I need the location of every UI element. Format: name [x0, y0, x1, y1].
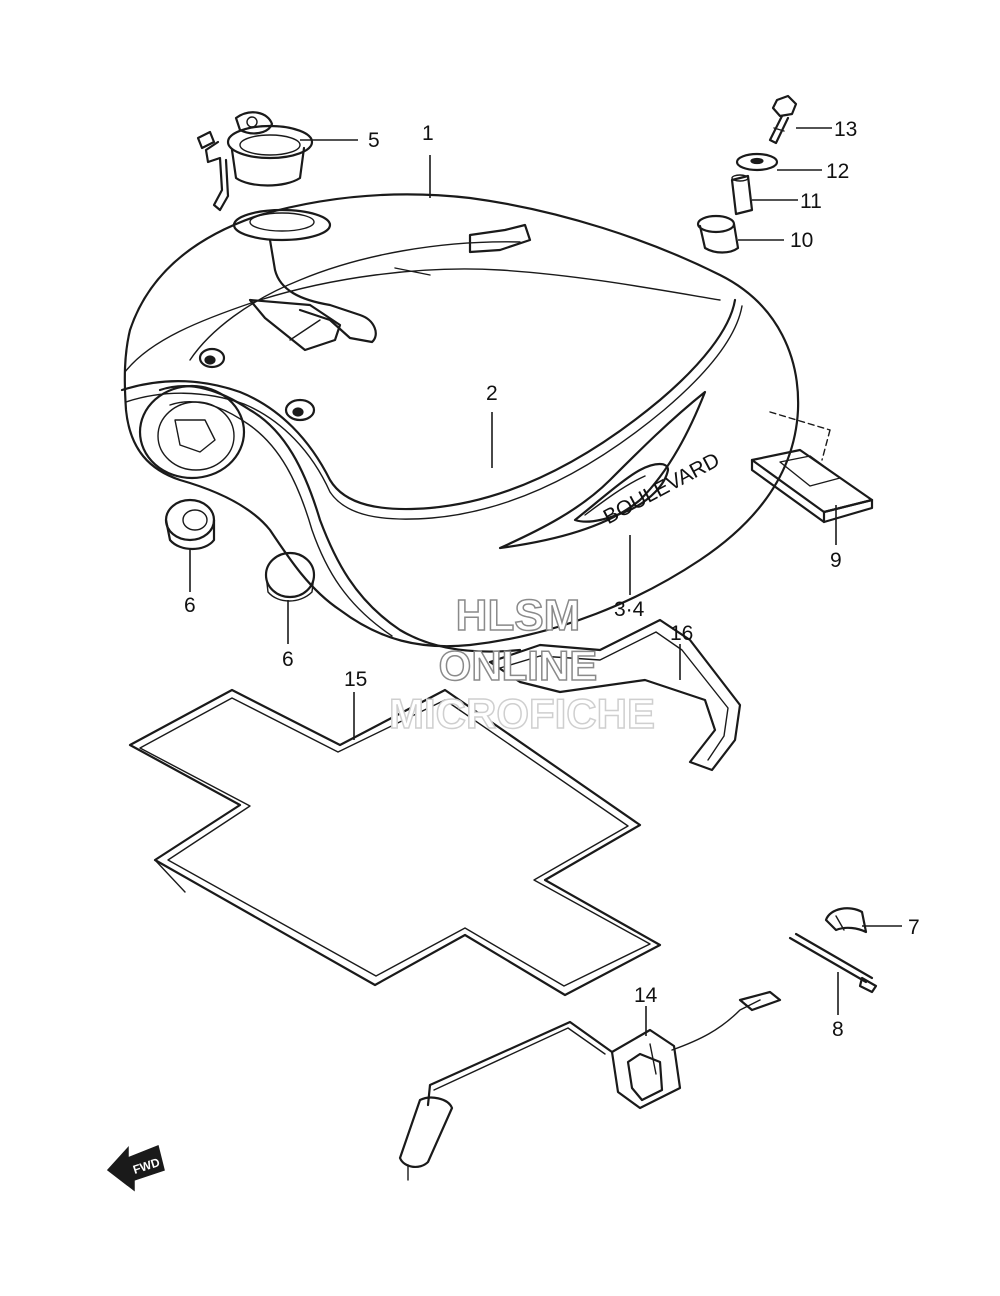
callouts: 1 2 3·4 5 6 6 7 8 9 10 11 12 13 14 15 16	[184, 118, 920, 1041]
rear-cushion-pad	[750, 448, 874, 524]
callout-1: 1	[422, 122, 434, 145]
callout-6b: 6	[282, 648, 294, 671]
fuel-tank	[120, 193, 831, 653]
callout-7: 7	[908, 916, 920, 939]
fuel-level-sensor-wire	[788, 932, 878, 994]
tank-seal	[488, 618, 742, 772]
callout-6a: 6	[184, 594, 196, 617]
callout-16: 16	[670, 622, 693, 645]
callout-5: 5	[368, 129, 380, 152]
watermark: HLSM ONLINE MICROFICHE	[388, 590, 656, 738]
callout-13: 13	[834, 118, 857, 141]
callout-10: 10	[790, 229, 813, 252]
leader-lines	[189, 127, 902, 1036]
cushion-left	[164, 498, 216, 551]
badge-text: BOULEVARD	[600, 448, 724, 528]
watermark-line2: ONLINE	[439, 642, 598, 689]
arrow-forward-icon: FWD	[106, 1144, 165, 1192]
mount-cushion	[696, 214, 740, 254]
clamp	[824, 907, 868, 934]
tank-badge: BOULEVARD	[498, 390, 724, 550]
watermark-line3: MICROFICHE	[389, 690, 655, 737]
watermark-line1: HLSM	[456, 591, 581, 640]
fuel-cap	[196, 111, 314, 212]
callout-9: 9	[830, 549, 842, 572]
mount-collar	[730, 174, 754, 216]
mount-washer	[735, 152, 779, 172]
mount-bolt	[768, 94, 798, 145]
cushion-right	[264, 551, 316, 602]
tank-mat	[128, 688, 662, 997]
callout-8: 8	[832, 1018, 844, 1041]
callout-2: 2	[486, 382, 498, 405]
callout-14: 14	[634, 984, 658, 1007]
callout-12: 12	[826, 160, 849, 183]
callout-11: 11	[800, 190, 822, 213]
callout-15: 15	[344, 668, 367, 691]
fuel-gauge-sender	[398, 990, 782, 1181]
callout-3-4: 3·4	[614, 598, 645, 621]
